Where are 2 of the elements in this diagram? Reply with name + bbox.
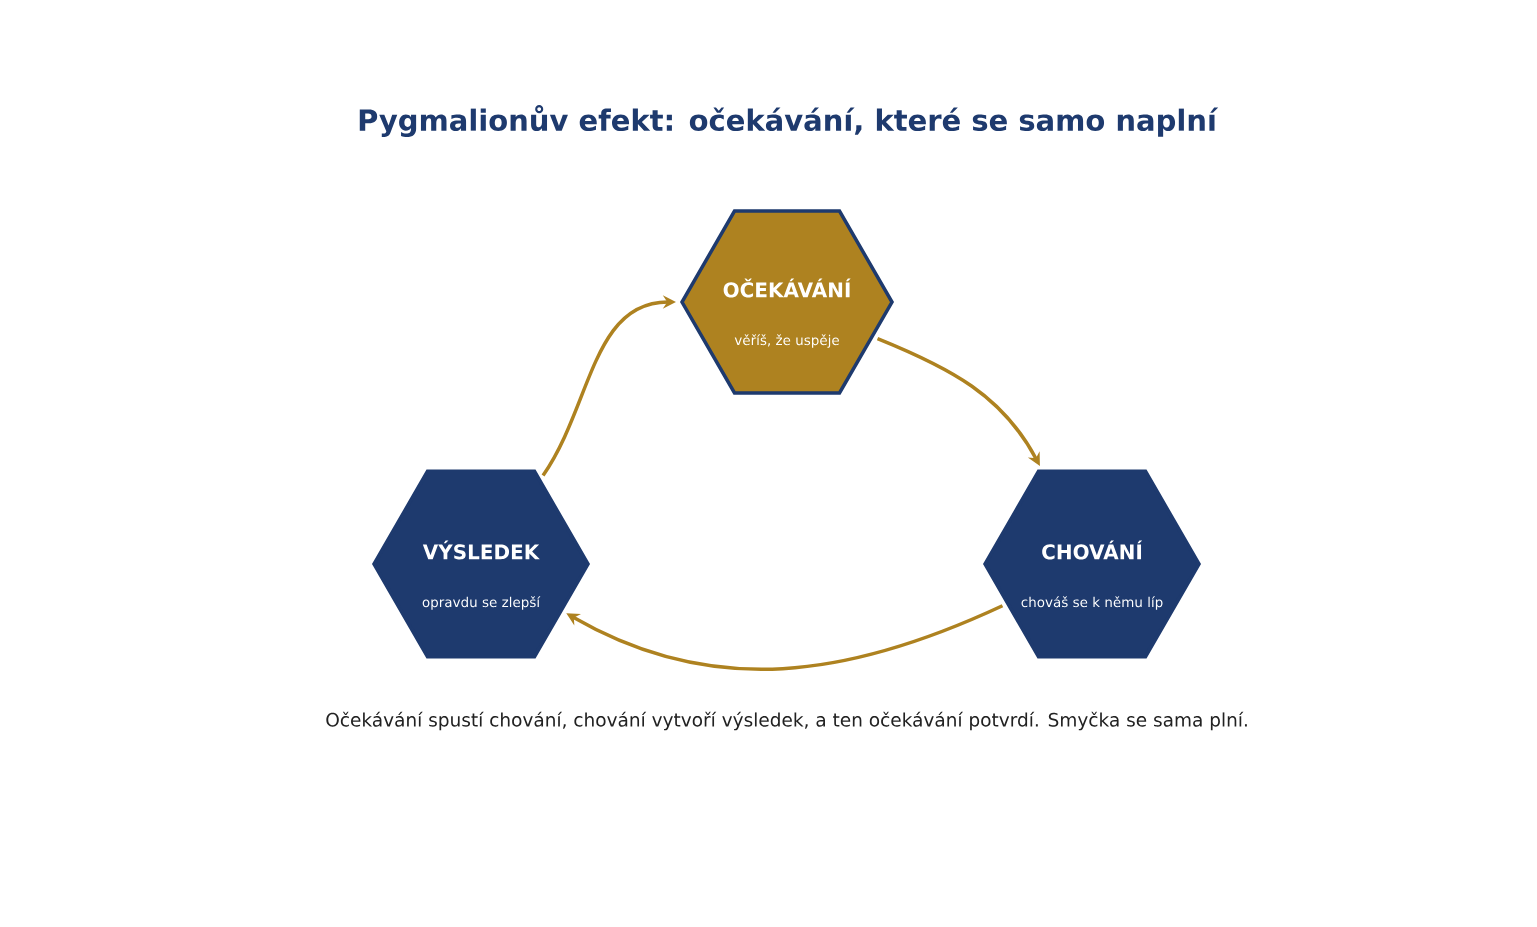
title: Pygmalionův efekt: očekávání, které se samo naplní [359, 105, 1219, 137]
caption: Očekávání spustí chování, chování vytvoří výsledek, a ten očekávání potvrdí. Smyčka se sama plní. [326, 711, 1247, 731]
